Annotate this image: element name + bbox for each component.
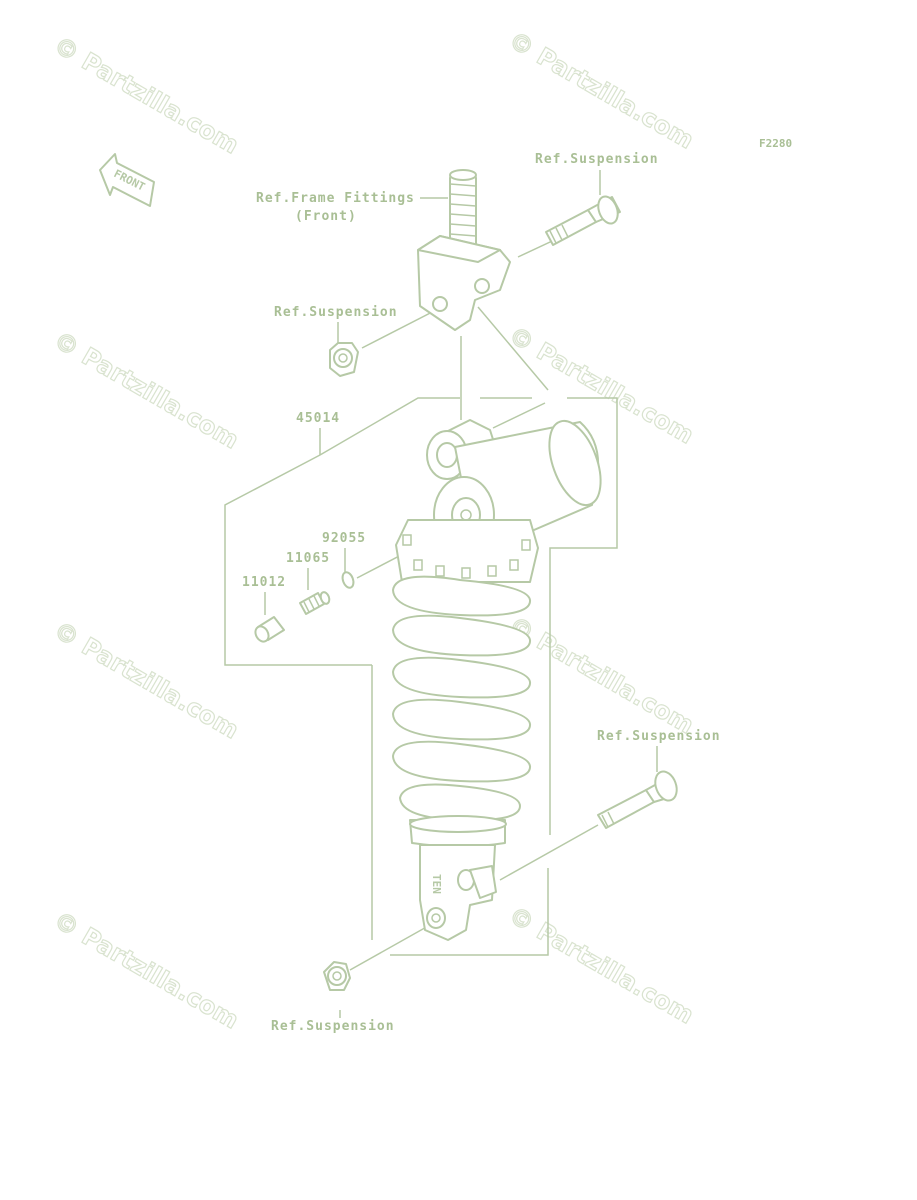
assembly-bracket-45014: [224, 397, 618, 956]
fitting-11065: [299, 591, 331, 615]
label-ref-frame-fittings-front: (Front): [295, 209, 357, 224]
watermark: © Partzilla.com: [504, 26, 699, 154]
alignment-lines: [460, 306, 549, 429]
washer-92055: [341, 571, 355, 589]
lower-bolt: [597, 770, 678, 829]
label-part-11065: 11065: [286, 551, 330, 566]
watermark: © Partzilla.com: [504, 901, 699, 1029]
watermark: © Partzilla.com: [49, 31, 244, 159]
front-arrow-icon: FRONT: [99, 153, 155, 207]
lower-nut: [323, 961, 351, 991]
frame-fitting-bracket: [417, 169, 511, 331]
diagram-code: F2280: [759, 137, 792, 150]
shock-spring: [392, 575, 531, 822]
lower-clevis: TEN: [419, 844, 497, 941]
label-ref-suspension-top: Ref.Suspension: [535, 152, 659, 167]
label-part-11012: 11012: [242, 575, 286, 590]
label-part-92055: 92055: [322, 531, 366, 546]
top-bolt: [545, 195, 621, 246]
label-ref-suspension-bottom: Ref.Suspension: [271, 1019, 395, 1034]
cap-11012: [254, 616, 285, 643]
lower-spring-seat: [409, 815, 507, 848]
label-part-45014: 45014: [296, 411, 340, 426]
watermark: © Partzilla.com: [49, 906, 244, 1034]
shock-body-marking: TEN: [430, 874, 443, 894]
watermark: © Partzilla.com: [49, 326, 244, 454]
label-ref-frame-fittings: Ref.Frame Fittings: [256, 191, 415, 206]
label-ref-suspension-upper-nut: Ref.Suspension: [274, 305, 398, 320]
adjuster-ring: [395, 519, 539, 583]
upper-nut: [329, 342, 359, 377]
watermark: © Partzilla.com: [504, 321, 699, 449]
watermark: © Partzilla.com: [49, 616, 244, 744]
label-ref-suspension-lower-bolt: Ref.Suspension: [597, 729, 721, 744]
watermark: © Partzilla.com: [504, 611, 699, 739]
